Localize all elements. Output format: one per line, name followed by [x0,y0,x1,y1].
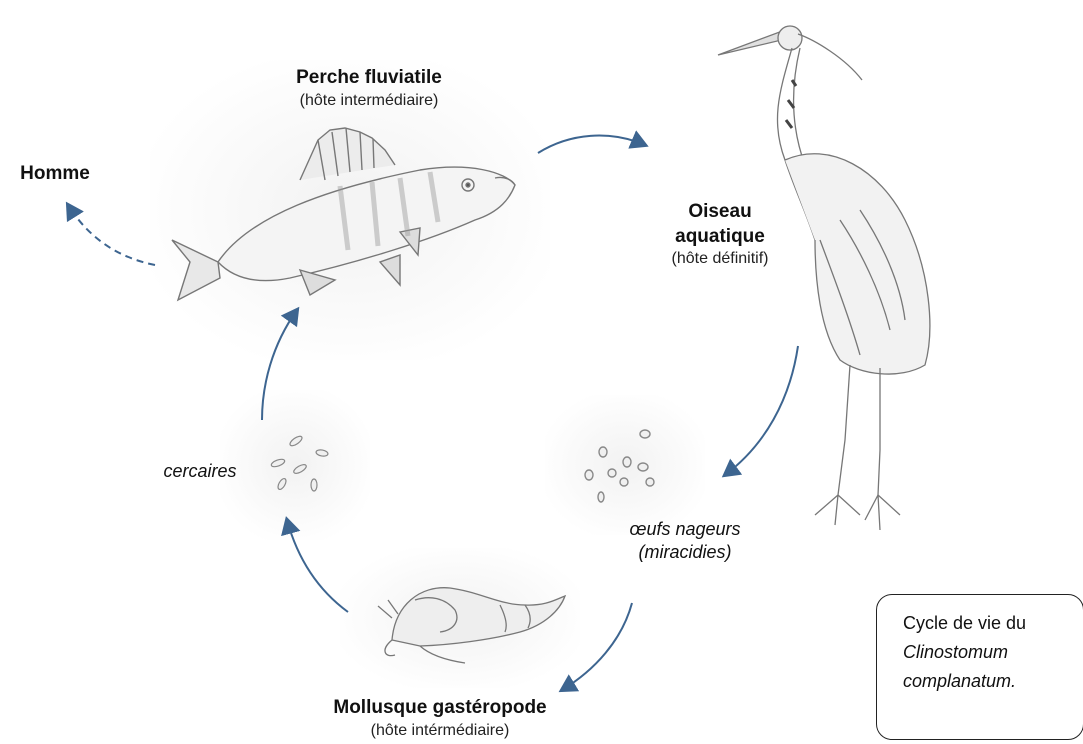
bird-label: Oiseau aquatique (hôte définitif) [650,200,790,270]
caption-line1: Cycle de vie du [903,609,1073,638]
perch-title: Perche fluviatile [230,66,508,91]
bird-title-line1: Oiseau [650,200,790,225]
snail-role: (hôte intérmédiaire) [290,721,590,742]
bird-role: (hôte définitif) [650,249,790,270]
caption-line3: complanatum. [903,667,1073,696]
eggs-label: œufs nageurs (miracidies) [595,518,775,565]
arrow-perch-to-bird [538,136,645,153]
perch-role: (hôte intermédiaire) [230,91,508,112]
caption-line2: Clinostomum [903,638,1073,667]
eggs-line1: œufs nageurs [595,518,775,541]
heron-illustration [718,26,930,530]
caption-box: Cycle de vie du Clinostomum complanatum. [876,594,1083,740]
perch-label: Perche fluviatile (hôte intermédiaire) [230,66,508,111]
arrow-bird-to-eggs [725,346,798,475]
snail-label: Mollusque gastéropode (hôte intérmédiair… [290,696,590,741]
arrow-perch-to-human [68,205,155,265]
bird-title-line2: aquatique [650,225,790,250]
human-label: Homme [0,162,110,187]
cercariae-label: cercaires [150,460,250,483]
snail-title: Mollusque gastéropode [290,696,590,721]
eggs-line2: (miracidies) [595,541,775,564]
